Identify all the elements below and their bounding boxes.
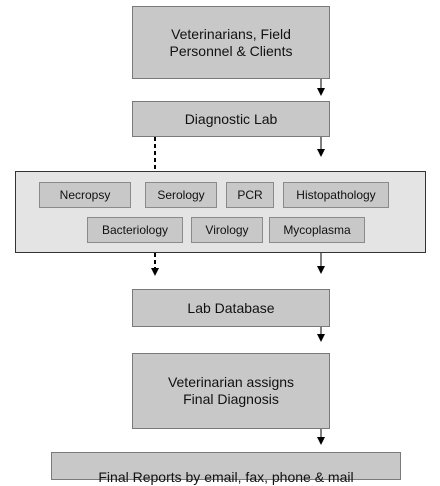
diagnostic-lab-node: Diagnostic Lab bbox=[132, 101, 330, 137]
lab-database-node: Lab Database bbox=[132, 289, 330, 327]
test-serology: Serology bbox=[145, 182, 217, 208]
test-pcr: PCR bbox=[226, 182, 274, 208]
test-necropsy: Necropsy bbox=[39, 182, 131, 208]
final-diagnosis-node: Veterinarian assigns Final Diagnosis bbox=[132, 353, 330, 429]
sources-node: Veterinarians, Field Personnel & Clients bbox=[132, 6, 330, 79]
tests-panel: Necropsy Serology PCR Histopathology Bac… bbox=[15, 171, 426, 253]
test-virology: Virology bbox=[191, 217, 263, 243]
final-reports-node: Final Reports by email, fax, phone & mai… bbox=[51, 452, 401, 485]
test-mycoplasma: Mycoplasma bbox=[269, 217, 365, 243]
test-bacteriology: Bacteriology bbox=[87, 217, 183, 243]
test-histopathology: Histopathology bbox=[283, 182, 389, 208]
